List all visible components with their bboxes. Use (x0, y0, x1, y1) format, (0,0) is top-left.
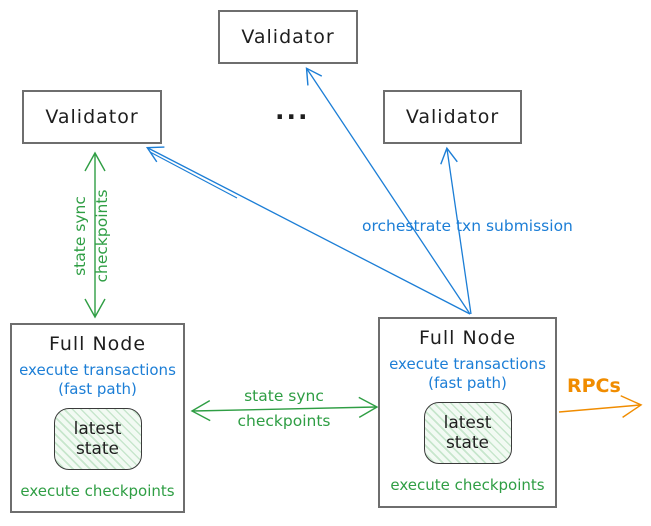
orchestrate-txn-submission-label: orchestrate txn submission (362, 217, 573, 235)
latest-state-label: latest (73, 419, 122, 439)
latest-state-label: state (75, 439, 120, 459)
arrow-orchestrate-to-right-validator (440, 146, 472, 315)
full-node-box-right: Full Node execute transactions (fast pat… (378, 317, 557, 508)
latest-state-box: latest state (423, 402, 512, 464)
validator-label: Validator (405, 106, 500, 128)
state-sync-horizontal-label-line1: state sync (244, 387, 324, 405)
latest-state-label: latest (443, 413, 492, 433)
rpcs-label: RPCs (567, 375, 621, 397)
validator-box-left: Validator (22, 90, 162, 144)
full-node-execute-transactions: execute transactions (19, 361, 176, 379)
arrow-orchestrate-to-left-validator (145, 146, 471, 315)
full-node-fast-path: (fast path) (58, 380, 137, 398)
validator-box-top: Validator (218, 10, 358, 64)
validator-box-right: Validator (383, 90, 522, 144)
arrow-orchestrate-extra-stroke (149, 151, 238, 199)
validator-label: Validator (241, 26, 335, 48)
state-sync-vertical-label: state sync checkpoints (71, 189, 111, 283)
full-node-execute-checkpoints: execute checkpoints (390, 476, 545, 494)
full-node-title: Full Node (48, 333, 147, 355)
full-node-fast-path: (fast path) (428, 374, 507, 392)
validator-label: Validator (45, 106, 139, 128)
latest-state-label: state (445, 433, 490, 453)
arrow-state-sync-horizontal (190, 396, 379, 422)
arrow-orchestrate-to-top-validator (305, 67, 471, 315)
full-node-execute-checkpoints: execute checkpoints (20, 482, 175, 500)
state-sync-horizontal-label-line2: checkpoints (237, 412, 331, 430)
full-node-title: Full Node (418, 327, 517, 349)
arrow-rpcs (558, 395, 643, 418)
latest-state-box: latest state (53, 408, 142, 470)
full-node-box-left: Full Node execute transactions (fast pat… (10, 323, 185, 513)
more-validators-ellipsis: ... (275, 96, 310, 125)
full-node-execute-transactions: execute transactions (389, 355, 546, 373)
